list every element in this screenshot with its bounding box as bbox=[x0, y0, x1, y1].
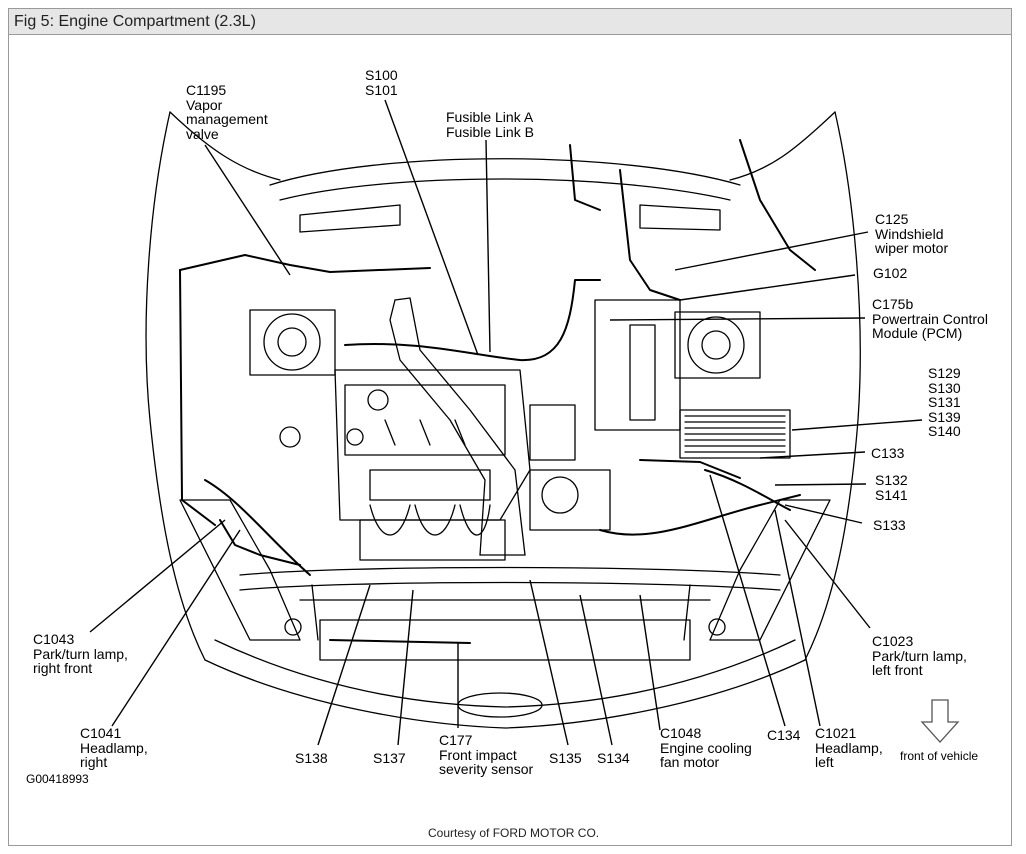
engine bbox=[334, 369, 531, 561]
label-s138: S138 bbox=[295, 750, 328, 766]
leader-lines bbox=[89, 99, 923, 746]
left-strut-tower bbox=[674, 311, 761, 379]
label-c125: C125 Windshield wiper motor bbox=[875, 211, 949, 256]
label-c1041: C1041 Headlamp, right bbox=[80, 725, 148, 770]
label-c133: C133 bbox=[871, 445, 905, 461]
label-s135: S135 bbox=[549, 750, 582, 766]
title-bar bbox=[9, 9, 1011, 35]
label-s133: S133 bbox=[873, 517, 906, 533]
credit-line: Courtesy of FORD MOTOR CO. bbox=[428, 826, 600, 840]
label-s137: S137 bbox=[373, 750, 406, 766]
throttle-body bbox=[529, 404, 611, 531]
figure-id: G00418993 bbox=[26, 772, 89, 786]
label-g102: G102 bbox=[873, 265, 908, 281]
label-c177: C177 Front impact severity sensor bbox=[439, 732, 534, 777]
label-s100: S100 S101 bbox=[365, 67, 398, 98]
label-s132: S132 S141 bbox=[875, 472, 908, 503]
label-c1021: C1021 Headlamp, left bbox=[815, 725, 883, 770]
label-c175b: C175b Powertrain Control Module (PCM) bbox=[872, 296, 988, 341]
front-of-vehicle-label: front of vehicle bbox=[900, 749, 979, 763]
right-strut-tower bbox=[249, 309, 336, 448]
intake-duct bbox=[389, 297, 526, 556]
cowl bbox=[269, 158, 741, 233]
label-c1048: C1048 Engine cooling fan motor bbox=[660, 725, 752, 770]
label-c134: C134 bbox=[767, 727, 801, 743]
label-fusible-links: Fusible Link A Fusible Link B bbox=[446, 109, 534, 140]
label-c1023: C1023 Park/turn lamp, left front bbox=[872, 633, 967, 678]
radiator-support bbox=[239, 566, 781, 641]
figure-title: Fig 5: Engine Compartment (2.3L) bbox=[14, 13, 256, 30]
pcm-battery bbox=[594, 299, 791, 459]
front-arrow-icon bbox=[920, 699, 960, 743]
label-s129: S129 S130 S131 S139 S140 bbox=[928, 365, 961, 439]
label-c1043: C1043 Park/turn lamp, right front bbox=[33, 631, 128, 676]
body-outline bbox=[145, 111, 861, 729]
figure-frame bbox=[8, 8, 1012, 846]
headlamps bbox=[179, 499, 831, 641]
label-c1195: C1195 Vapor management valve bbox=[186, 82, 268, 142]
label-s134: S134 bbox=[597, 750, 630, 766]
